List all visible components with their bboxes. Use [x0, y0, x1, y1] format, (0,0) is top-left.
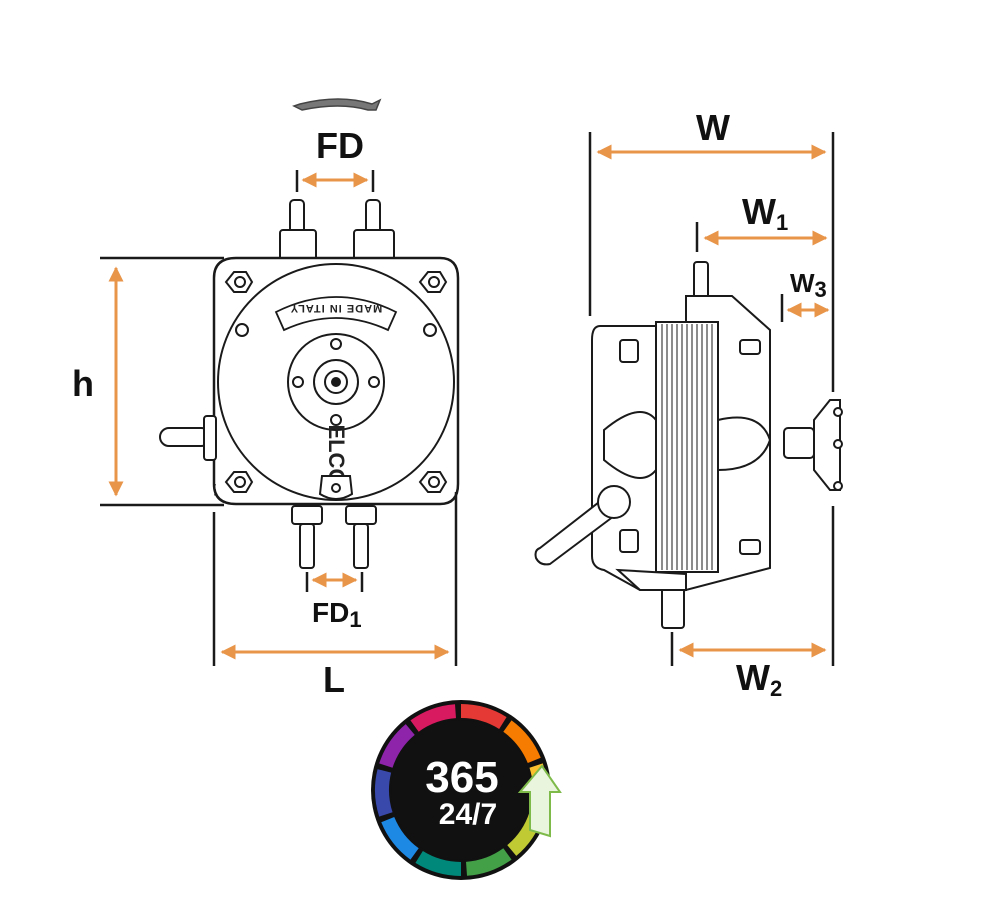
curved-arrow-left-icon	[292, 98, 382, 111]
w3-label: W3	[790, 268, 827, 302]
bottom-terminals	[291, 505, 377, 569]
made-in-italy-plate	[274, 296, 398, 332]
badge-ring-segment	[379, 724, 415, 768]
365-24-7-badge: 365 24/7	[371, 700, 562, 880]
badge-line2: 24/7	[439, 798, 497, 831]
badge-line1: 365	[425, 753, 498, 802]
motor-hub	[287, 333, 385, 431]
badge-color-ring	[375, 704, 547, 876]
upward-arrow-icon	[517, 764, 562, 838]
side-view-cable	[534, 485, 631, 566]
fd1-label: FD1	[312, 597, 362, 632]
badge-ring-segment	[466, 848, 512, 876]
dotted-mark: ⋮	[208, 481, 222, 497]
fd-label: FD	[316, 125, 364, 166]
w1-label: W1	[742, 191, 788, 235]
front-view: FD h	[72, 98, 460, 700]
side-motor-body	[591, 261, 843, 629]
top-terminals	[279, 199, 395, 265]
side-cable	[159, 415, 217, 461]
side-fins	[661, 324, 713, 570]
side-view: W W1 W3	[534, 107, 843, 701]
w2-label: W2	[736, 657, 782, 701]
badge-ring-segment	[503, 720, 541, 764]
l-label: L	[323, 659, 345, 700]
corner-bolts	[224, 271, 448, 493]
badge-ring-segment	[461, 704, 507, 729]
badge-ring-segment	[375, 769, 393, 817]
plate-text: MADE IN ITALY	[290, 302, 382, 314]
badge-ring-segment	[415, 851, 461, 876]
badge-ring-segment	[410, 704, 456, 732]
w-label: W	[696, 107, 730, 148]
h-label: h	[72, 363, 94, 404]
badge-ring-segment	[381, 816, 419, 860]
